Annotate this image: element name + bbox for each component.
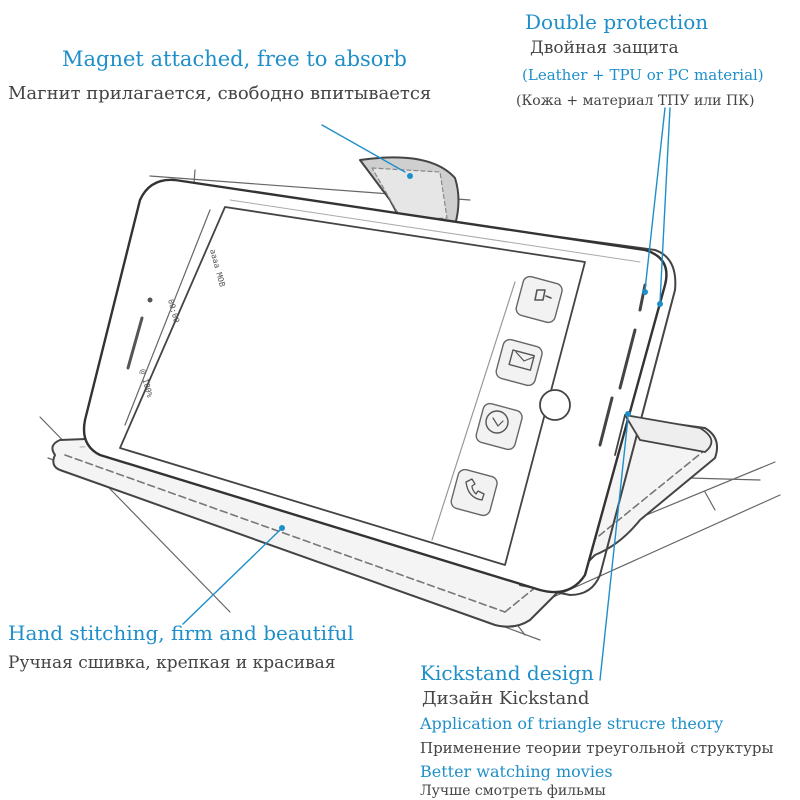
kickstand-theory: Application of triangle strucre theory [420, 714, 724, 733]
phone-body: aaaa MOB 00:00 @ 100% [82, 178, 668, 594]
protection-material: (Leather + TPU or PC material) [522, 66, 764, 84]
leader-lines [182, 107, 671, 681]
kickstand-subtitle: Дизайн Kickstand [422, 688, 590, 709]
protection-subtitle: Двойная защита [530, 38, 679, 58]
stitching-title: Hand stitching, firm and beautiful [8, 621, 354, 645]
protection-material-ru: (Кожа + материал ТПУ или ПК) [516, 93, 755, 109]
magnet-title: Magnet attached, free to absorb [62, 47, 407, 71]
kickstand [614, 414, 713, 456]
stitching-subtitle: Ручная сшивка, крепкая и красивая [8, 653, 336, 673]
kickstand-movies-ru: Лучше смотреть фильмы [420, 783, 606, 799]
kickstand-movies: Better watching movies [420, 762, 613, 781]
compass-icon [475, 402, 523, 451]
home-button [539, 389, 571, 421]
phone-icon [450, 468, 498, 517]
protection-title: Double protection [525, 10, 709, 34]
contacts-icon [515, 275, 563, 324]
mail-icon [495, 338, 543, 387]
magnet-subtitle: Магнит прилагается, свободно впитывается [8, 83, 432, 104]
kickstand-title: Kickstand design [420, 661, 594, 685]
magnet-clasp [359, 156, 460, 229]
kickstand-theory-ru: Применение теории треугольной структуры [420, 739, 774, 757]
